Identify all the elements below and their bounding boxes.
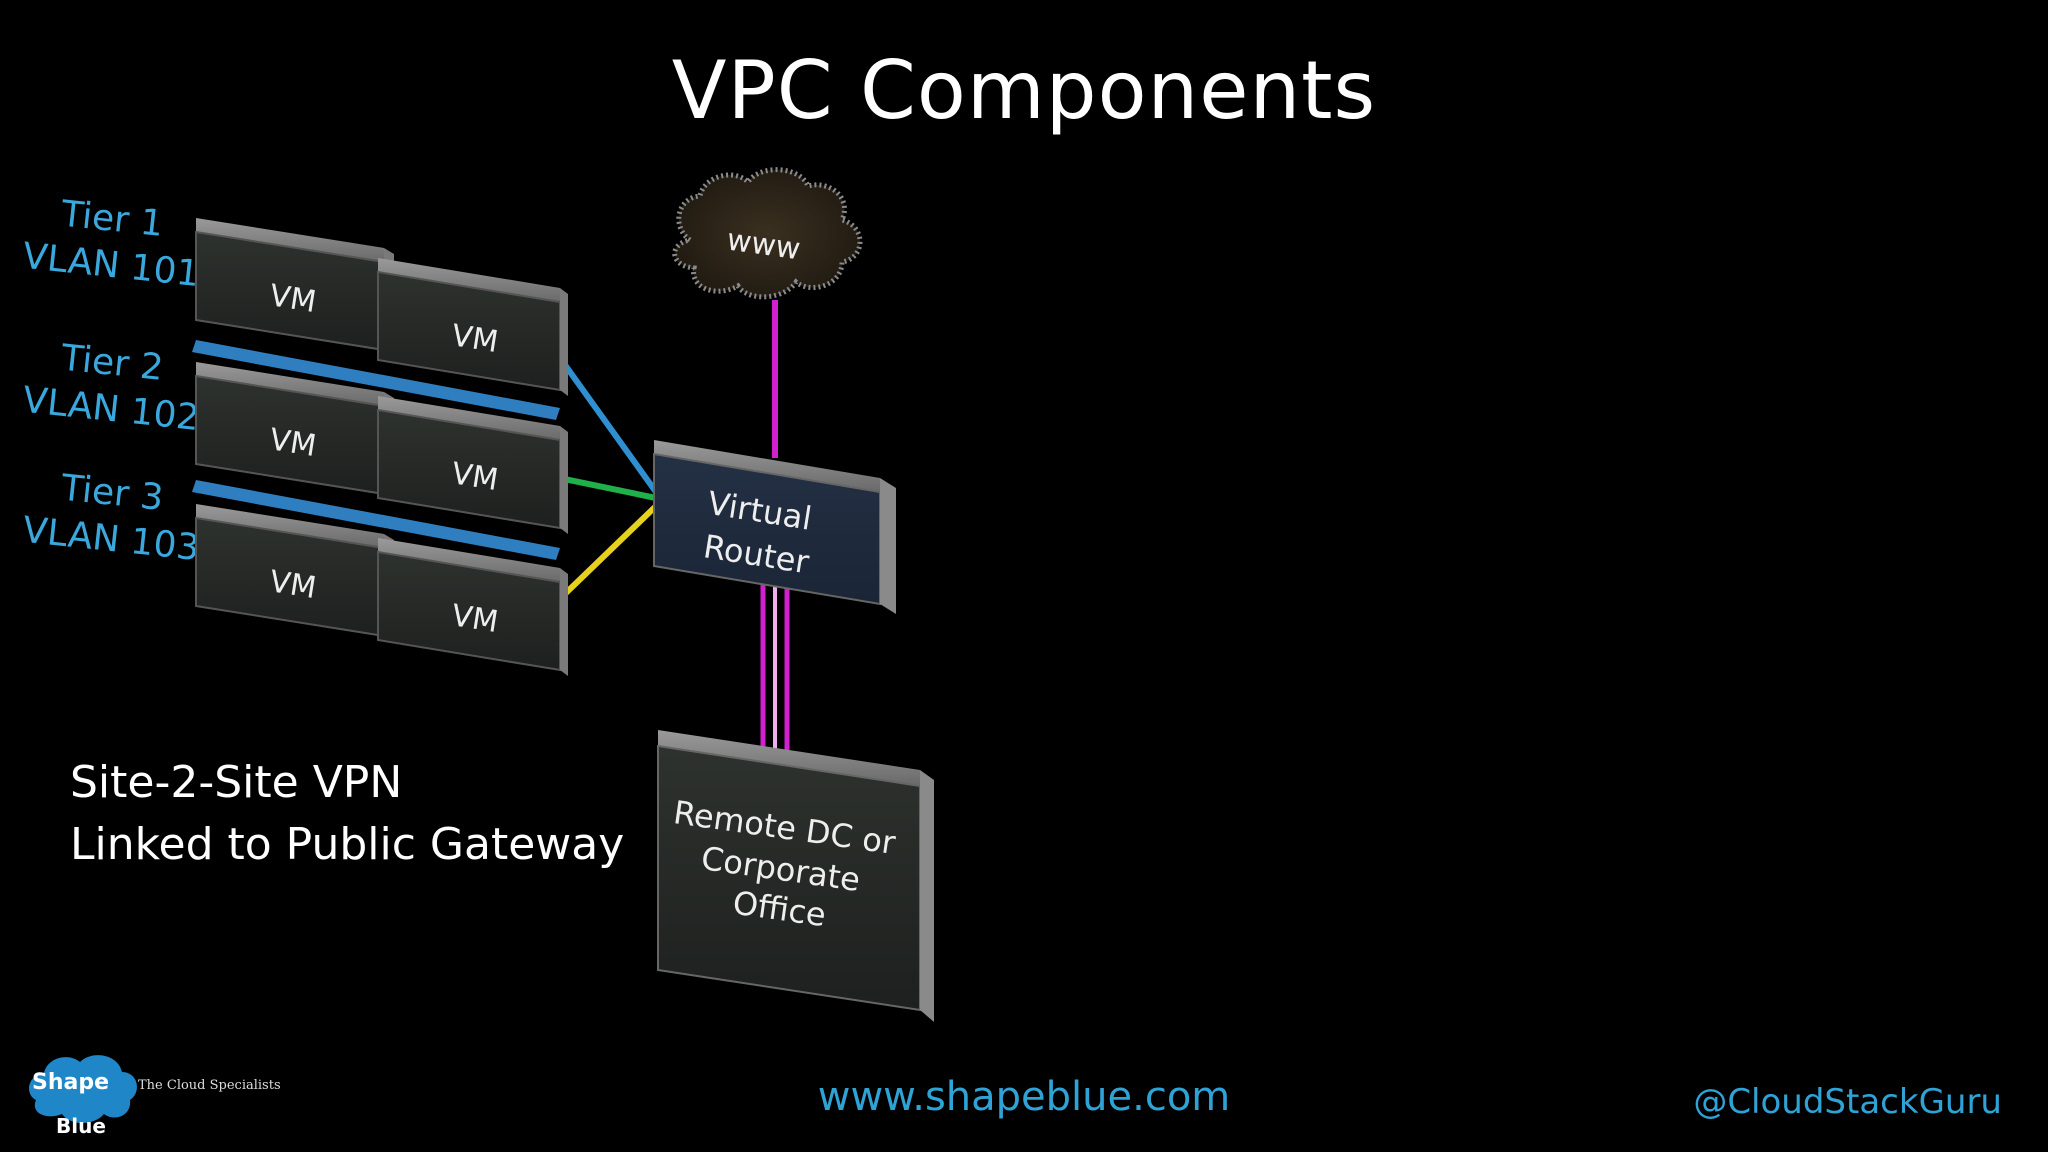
vm-box: VM (195, 504, 394, 642)
vm-label: VM (449, 598, 500, 640)
vm-label: VM (267, 564, 318, 606)
shapeblue-logo: Shape Blue The Cloud Specialists (22, 1042, 292, 1142)
tier-3-vms: VM VM (195, 504, 568, 676)
vm-label: VM (267, 422, 318, 464)
vm-label: VM (449, 456, 500, 498)
vpn-tunnel (760, 585, 790, 750)
logo-word-shape: Shape (32, 1070, 110, 1095)
notes-line-1: Site-2-Site VPN (70, 757, 403, 808)
virtual-router: Virtual Router (653, 440, 896, 614)
logo-cloud-icon (29, 1055, 137, 1123)
vm-label: VM (267, 278, 318, 320)
logo-word-blue: Blue (56, 1114, 106, 1138)
vm-label: VM (449, 318, 500, 360)
vm-box: VM (377, 538, 568, 676)
vlan-bar-103 (192, 480, 560, 560)
vm-box: VM (377, 258, 568, 396)
vm-box: VM (377, 396, 568, 534)
tier-2-vms: VM VM (195, 362, 568, 534)
notes-line-2: Linked to Public Gateway (70, 819, 625, 870)
logo-tagline: The Cloud Specialists (138, 1078, 281, 1093)
notes: Site-2-Site VPN Linked to Public Gateway (70, 752, 624, 876)
tier-1-vms: VM VM (195, 218, 568, 396)
slide-title: VPC Components (671, 44, 1377, 137)
internet-cloud: www (672, 167, 863, 300)
remote-office: Remote DC or Corporate Office (657, 730, 934, 1022)
footer-url[interactable]: www.shapeblue.com (817, 1074, 1231, 1120)
vlan-bar-102 (192, 340, 560, 420)
vm-box: VM (195, 218, 394, 356)
footer-handle[interactable]: @CloudStackGuru (1693, 1082, 2002, 1122)
